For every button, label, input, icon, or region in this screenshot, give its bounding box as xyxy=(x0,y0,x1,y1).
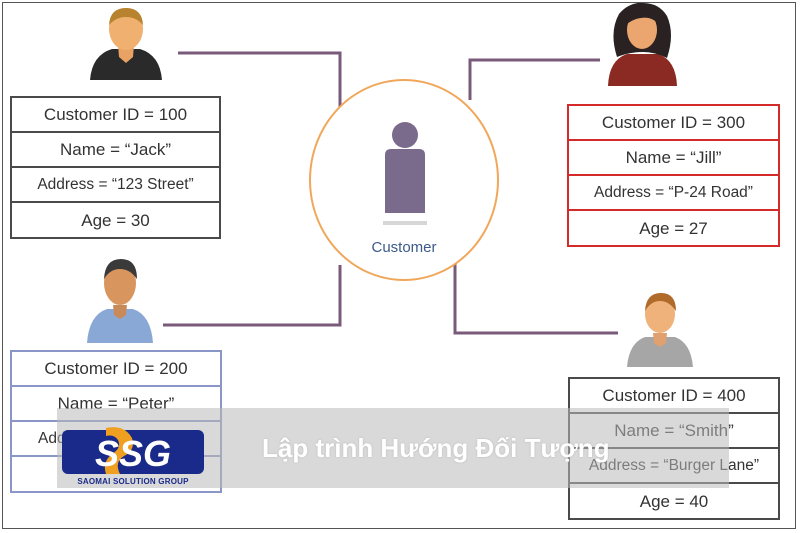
connector-smith xyxy=(453,258,618,335)
customer-age-field: Age = 40 xyxy=(639,491,709,511)
customer-name-field: Name = “Jill” xyxy=(569,141,778,176)
customer-id-field: Customer ID = 300 xyxy=(569,106,778,141)
customer-name-field: Name = “Jack” xyxy=(12,133,219,168)
jack-avatar-icon xyxy=(90,8,162,80)
customer-id-field: Customer ID = 200 xyxy=(12,352,220,387)
ssg-logo-icon: SSG xyxy=(62,427,204,474)
customer-address-field: Address = “123 Street” xyxy=(12,168,219,203)
customer-card-jack: Customer ID = 100 Name = “Jack” Address … xyxy=(10,96,221,239)
jill-avatar-icon xyxy=(608,2,677,86)
peter-avatar-icon xyxy=(87,259,153,343)
connector-jack xyxy=(178,51,342,108)
customer-class-circle: Customer xyxy=(309,79,499,281)
customer-id-field: Customer ID = 100 xyxy=(12,98,219,133)
customer-card-jill: Customer ID = 300 Name = “Jill” Address … xyxy=(567,104,780,247)
connector-jill xyxy=(468,58,600,100)
ssg-logo: SSG SAOMAI SOLUTION GROUP xyxy=(62,424,204,489)
customer-age-field: Age = 27 xyxy=(639,218,708,238)
customer-class-label: Customer xyxy=(371,239,437,256)
customer-address-field: Address = “P-24 Road” xyxy=(569,176,778,211)
ssg-logo-tagline: SAOMAI SOLUTION GROUP xyxy=(77,477,189,486)
smith-avatar-icon xyxy=(627,293,693,367)
connector-peter xyxy=(163,265,342,327)
customer-class-icon xyxy=(383,122,427,225)
customer-age-field: Age = 30 xyxy=(81,210,150,230)
banner-title: Lập trình Hướng Đối Tượng xyxy=(262,433,610,463)
ssg-logo-text: SSG xyxy=(95,433,171,474)
